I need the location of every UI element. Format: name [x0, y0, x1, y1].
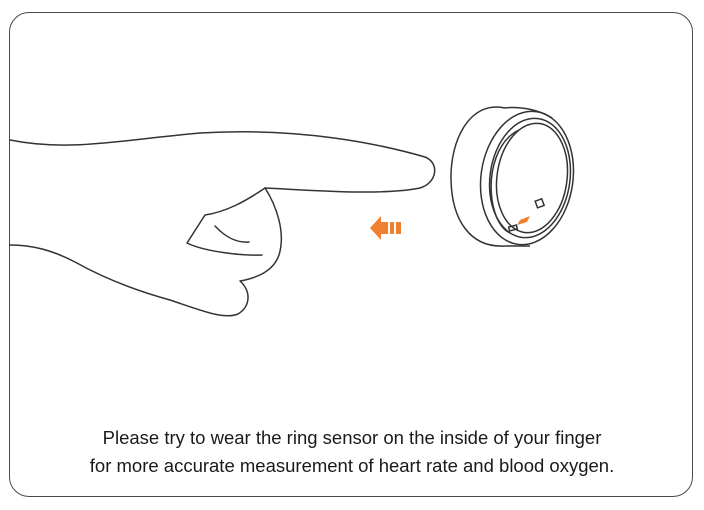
hand-icon [9, 131, 436, 317]
ring-sensor-icon [450, 106, 575, 247]
arrow-left-icon [370, 216, 401, 240]
instruction-line-1: Please try to wear the ring sensor on th… [102, 427, 602, 448]
instruction-card [9, 12, 693, 497]
instruction-line-2: for more accurate measurement of heart r… [89, 455, 615, 476]
instruction-text: Please try to wear the ring sensor on th… [0, 424, 704, 480]
